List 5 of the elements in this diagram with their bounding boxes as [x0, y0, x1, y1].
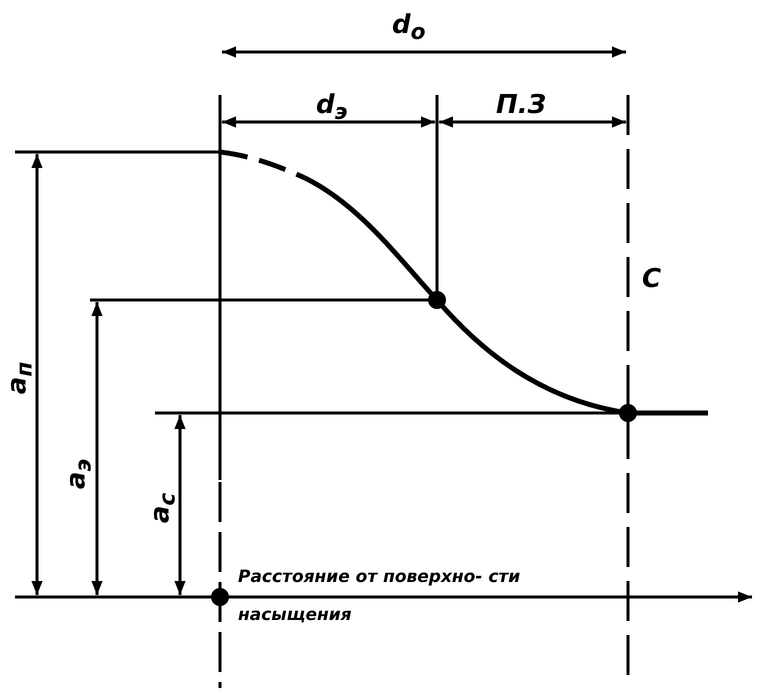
- dimension-label: d$_{э}$: [316, 92, 348, 124]
- dimension-label: П.З: [496, 92, 546, 118]
- dimension-label: d$_{o}$: [392, 12, 426, 44]
- line-label: С: [642, 266, 662, 292]
- axis-label: Расстояние от поверхно- сти насыщения: [238, 566, 522, 627]
